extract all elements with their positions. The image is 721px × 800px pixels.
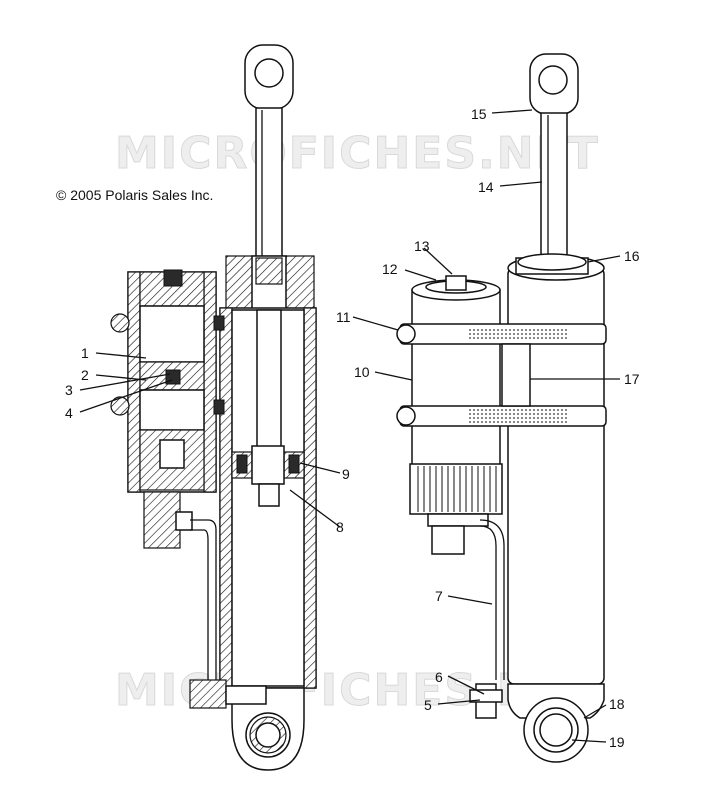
callout-17: 17 (624, 371, 640, 387)
callout-8: 8 (336, 519, 344, 535)
knurled-adjuster (417, 466, 497, 512)
callout-15: 15 (471, 106, 487, 122)
callout-13: 13 (414, 238, 430, 254)
copyright-notice: © 2005 Polaris Sales Inc. (56, 187, 214, 203)
callout-12: 12 (382, 261, 398, 277)
callout-6: 6 (435, 669, 443, 685)
callout-10: 10 (354, 364, 370, 380)
watermark-top: MICROFICHES.NET (115, 128, 600, 179)
callout-14: 14 (478, 179, 494, 195)
callout-11: 11 (336, 309, 351, 325)
callout-5: 5 (424, 697, 432, 713)
callout-18: 18 (609, 696, 625, 712)
callout-3: 3 (65, 382, 73, 398)
callout-9: 9 (342, 466, 350, 482)
callout-7: 7 (435, 588, 443, 604)
cutaway-shock (110, 44, 317, 771)
assembled-shock (396, 53, 607, 763)
callout-4: 4 (65, 405, 73, 421)
callout-2: 2 (81, 367, 89, 383)
leader-lines (79, 109, 621, 743)
callout-19: 19 (609, 734, 625, 750)
callout-16: 16 (624, 248, 640, 264)
callout-labels: 1 2 3 4 5 6 7 8 9 10 11 12 13 14 15 16 1… (65, 106, 640, 750)
callout-1: 1 (81, 345, 89, 361)
